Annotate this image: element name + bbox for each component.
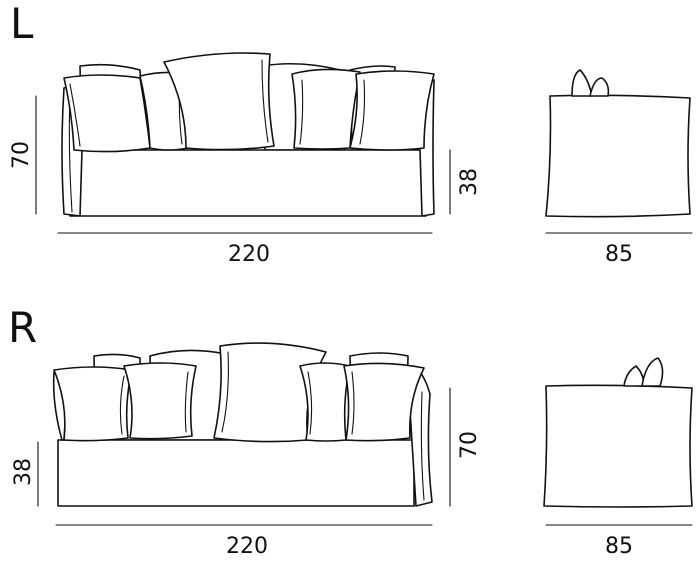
dimension-depth: 85 xyxy=(605,242,633,267)
dimensions-l: 70 38 220 85 xyxy=(9,95,693,267)
dimension-height: 70 xyxy=(457,431,482,459)
arm-fold xyxy=(420,391,425,501)
dimension-seat-height: 38 xyxy=(457,168,482,196)
dimension-height: 70 xyxy=(9,141,34,169)
dimension-width: 220 xyxy=(226,534,268,559)
cushion xyxy=(53,366,133,442)
front-view-l xyxy=(61,52,435,217)
dimension-depth: 85 xyxy=(605,534,633,559)
variant-l: L xyxy=(9,0,693,267)
dimensions-r: 70 38 220 85 xyxy=(11,387,693,559)
cushion xyxy=(349,70,435,151)
dimension-seat-height: 38 xyxy=(11,458,36,486)
side-body xyxy=(545,94,691,218)
side-cushion xyxy=(589,77,610,97)
cushion xyxy=(123,362,197,440)
side-cushion xyxy=(623,365,645,387)
side-view-r xyxy=(543,357,693,508)
dimension-width: 220 xyxy=(228,242,270,267)
variant-r: R xyxy=(8,303,693,559)
seat-base xyxy=(69,149,427,217)
side-body xyxy=(543,384,693,508)
seat-base xyxy=(57,439,415,507)
cushion xyxy=(343,362,425,442)
side-cushion xyxy=(571,69,593,97)
cushion-center xyxy=(163,52,275,151)
variant-letter-l: L xyxy=(10,0,34,48)
front-view-r xyxy=(52,342,433,507)
arm-right xyxy=(407,371,433,507)
cushion xyxy=(63,74,151,153)
side-cushion xyxy=(641,357,664,387)
side-view-l xyxy=(545,69,691,218)
variant-letter-r: R xyxy=(8,303,37,352)
cushion xyxy=(299,362,351,442)
